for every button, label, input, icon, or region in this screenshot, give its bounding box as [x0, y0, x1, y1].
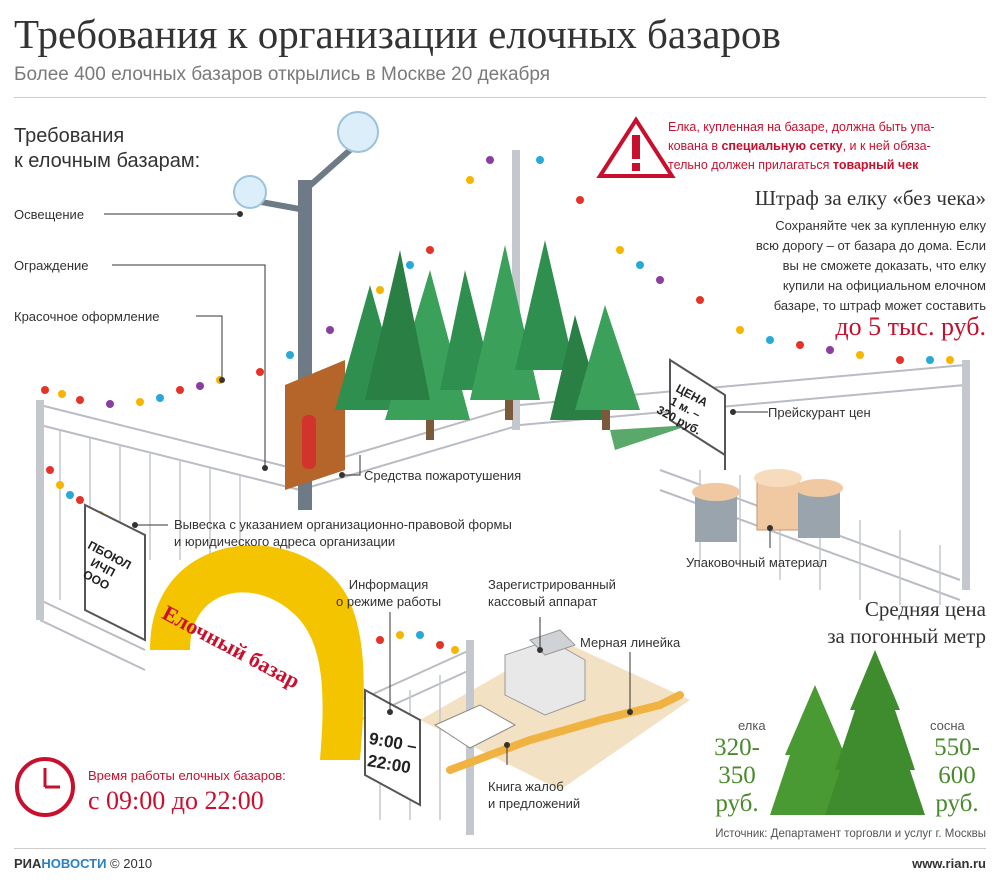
label-cash-register: Зарегистрированный кассовый аппарат	[488, 577, 616, 609]
measuring-ruler	[446, 691, 684, 774]
ria-logo: РИАНОВОСТИ © 2010	[14, 856, 153, 871]
fir-trees	[335, 240, 690, 450]
spruce-name: елка	[738, 718, 766, 733]
source-text: Источник: Департамент торговли и услуг г…	[715, 828, 986, 840]
label-sign: Вывеска с указанием организационно-право…	[174, 517, 512, 549]
fence-post	[962, 360, 970, 590]
label-packing: Упаковочный материал	[686, 555, 828, 570]
fine-amount: до 5 тыс. руб.	[835, 312, 986, 341]
fence-post	[512, 150, 520, 430]
label-decoration: Красочное оформление	[14, 309, 160, 324]
fine-body: Сохраняйте чек за купленную елку всю дор…	[755, 218, 986, 313]
clock-icon	[15, 757, 75, 817]
fence-post	[36, 400, 44, 620]
header-divider	[14, 97, 986, 98]
label-fire: Средства пожаротушения	[364, 468, 522, 483]
spruce-price: 320- 350 руб.	[714, 734, 760, 817]
bazaar-illustration	[15, 111, 970, 835]
label-complaints: Книга жалоб и предложений	[488, 779, 581, 811]
average-price-title: Средняя цена за погонный метр	[827, 597, 986, 648]
label-fencing: Ограждение	[14, 258, 89, 273]
label-ruler: Мерная линейка	[580, 635, 681, 650]
org-sign-board	[84, 503, 146, 642]
callout-dots	[132, 211, 773, 748]
hours-board	[364, 688, 421, 807]
callout-lines	[104, 213, 771, 765]
label-lighting: Освещение	[14, 207, 85, 222]
hours-label: Время работы елочных базаров:	[88, 768, 286, 783]
hours-value: с 09:00 до 22:00	[88, 786, 264, 815]
pine-tree	[825, 650, 925, 815]
pine-name: сосна	[930, 718, 965, 733]
warning-icon	[596, 116, 676, 178]
hours-board-text: 9:00 – 22:00	[366, 728, 419, 778]
price-board	[669, 358, 726, 470]
warning-text: Елка, купленная на базаре, должна быть у…	[668, 120, 935, 172]
page-title: Требования к организации елочных базаров	[14, 11, 781, 57]
complaint-book	[433, 704, 517, 749]
label-work-info: Информация о режиме работы	[336, 577, 442, 609]
requirements-title: Требования к елочным базарам:	[14, 125, 201, 172]
label-price-list: Прейскурант цен	[768, 405, 871, 420]
fine-title: Штраф за елку «без чека»	[754, 186, 986, 210]
fire-board	[285, 360, 345, 490]
bazaar-arch	[150, 545, 364, 760]
page-subtitle: Более 400 елочных базаров открылись в Мо…	[14, 64, 551, 85]
pine-price: 550- 600 руб.	[934, 734, 980, 817]
footer-divider	[14, 848, 986, 849]
packing-reels	[692, 469, 843, 542]
site-url[interactable]: www.rian.ru	[912, 856, 986, 871]
